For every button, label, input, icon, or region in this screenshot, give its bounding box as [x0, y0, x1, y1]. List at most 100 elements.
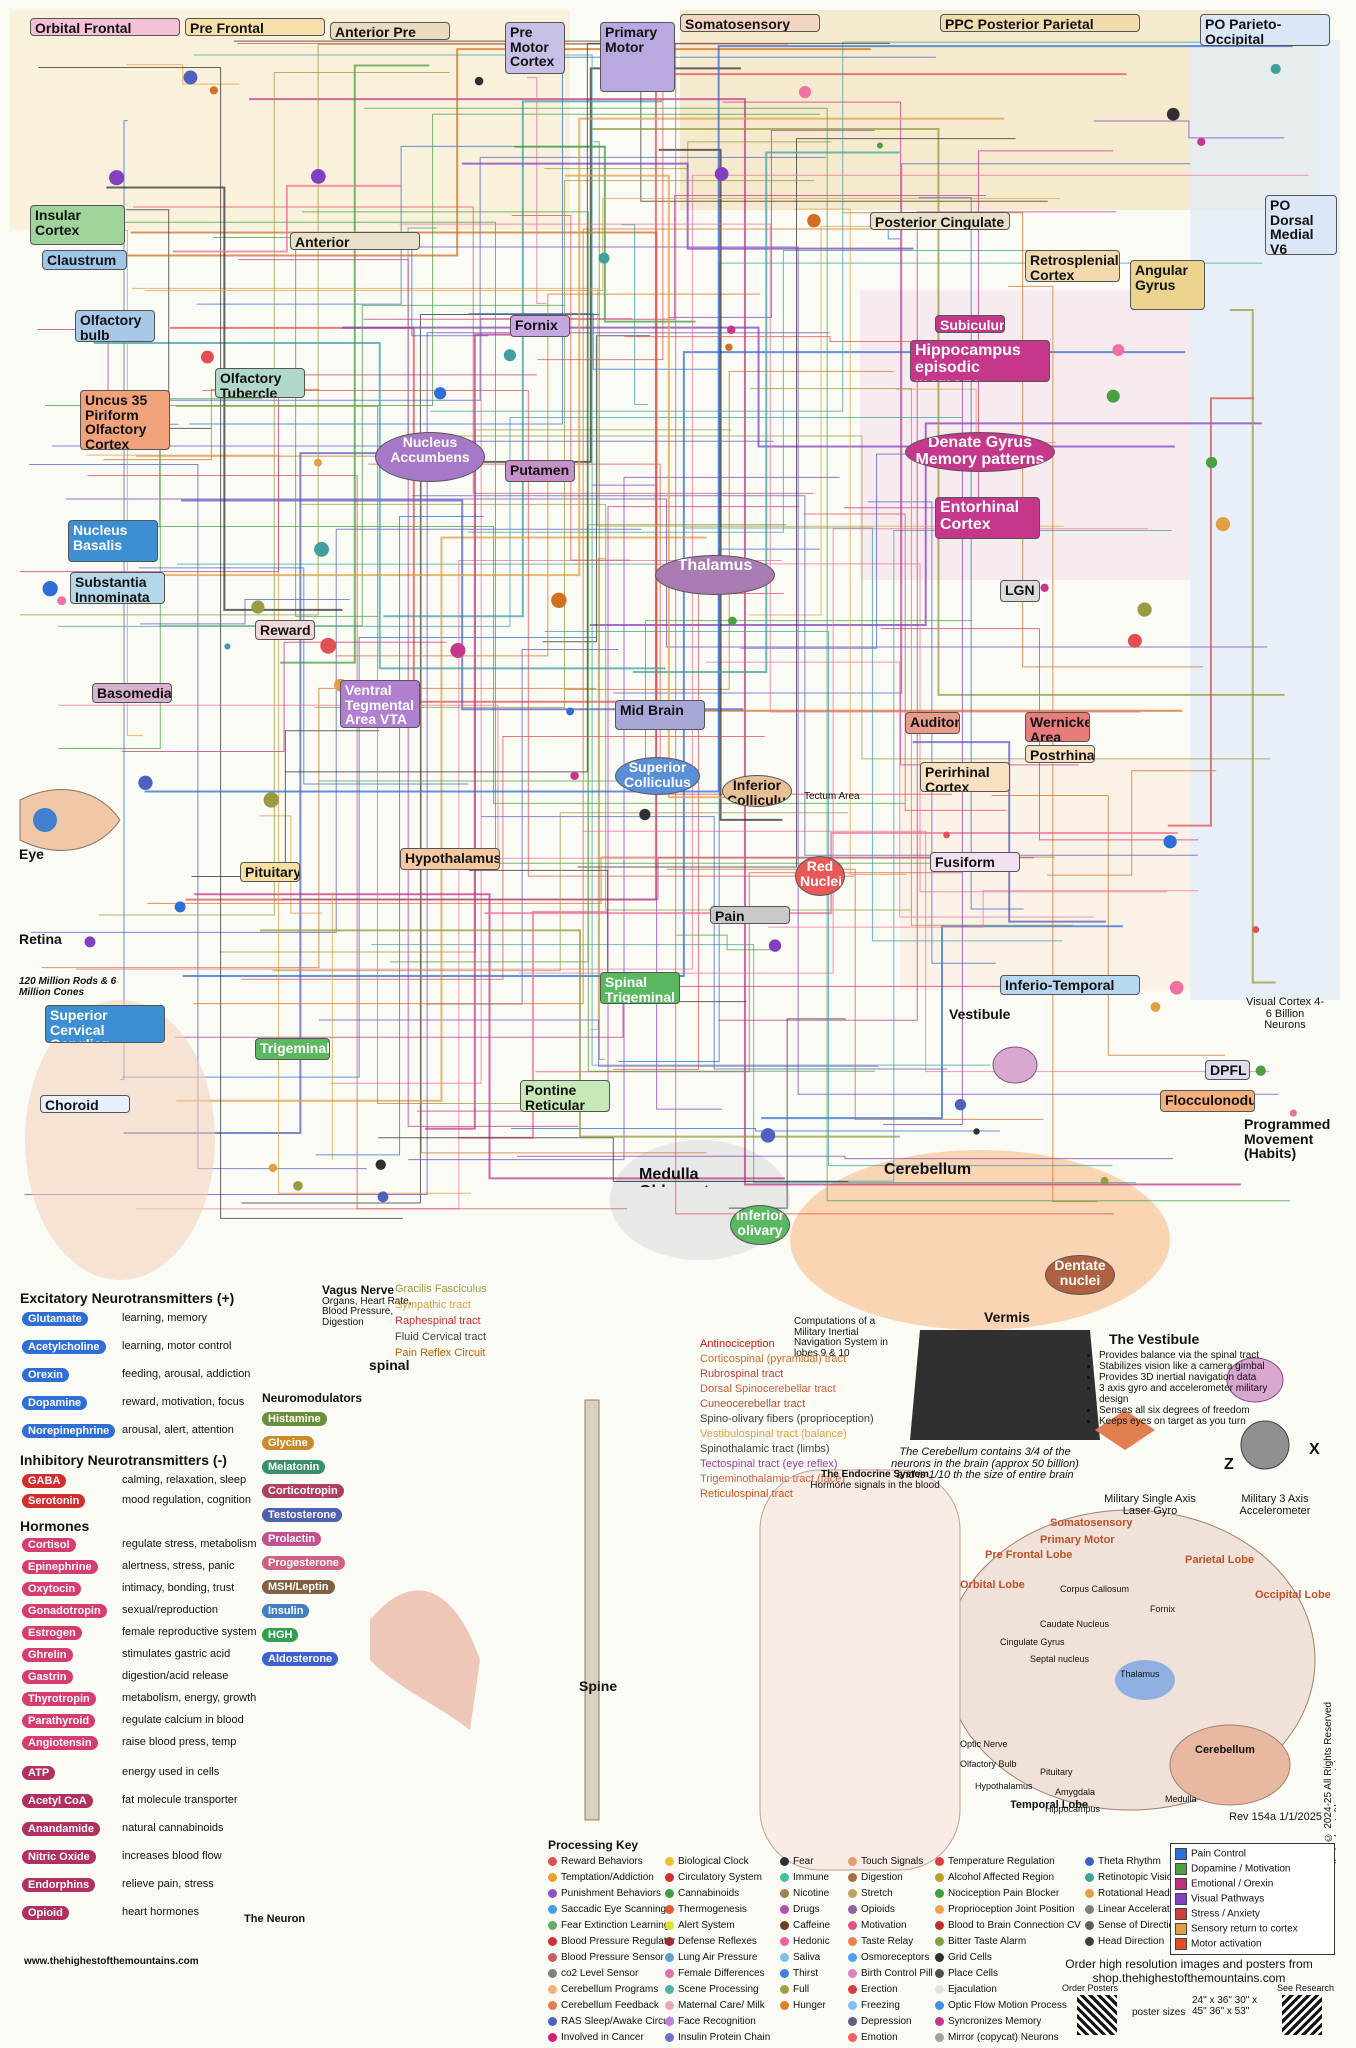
website-footer[interactable]: www.thehighestofthemountains.com	[24, 1956, 199, 1967]
research-qr-right[interactable]	[1282, 1995, 1322, 2035]
neuron-node-icon	[42, 581, 58, 597]
key-label: Optic Flow Motion Process	[948, 2000, 1067, 2011]
key-color-icon	[848, 2032, 857, 2042]
key-color-icon	[780, 1984, 789, 1994]
key-color-icon	[848, 2016, 857, 2026]
neural-pathway-line	[81, 525, 906, 804]
neural-pathway-line	[38, 67, 403, 1219]
inferior-colliculus-region: Inferior Colliculus	[722, 775, 792, 807]
key-color-icon	[780, 1856, 789, 1866]
key-label: Cannabinoids	[678, 1888, 740, 1899]
neural-pathway-line	[425, 333, 525, 1130]
neural-pathway-line	[1093, 120, 1285, 139]
neural-pathway-line	[121, 641, 447, 753]
chemical-description: increases blood flow	[122, 1850, 222, 1862]
processing-key-item: Alcohol Affected Region	[935, 1872, 1054, 1883]
spinal-tract-label: Antinociception	[700, 1338, 775, 1350]
neuron-node-icon	[598, 252, 610, 264]
order-qr-left[interactable]	[1077, 1995, 1117, 2035]
processing-key-item: Full	[780, 1984, 809, 1995]
anterior-cingulate-region: Anterior Cingulate	[290, 232, 420, 250]
neural-pathway-line	[794, 208, 907, 876]
neuron-node-icon	[200, 350, 214, 364]
processing-key-item: Taste Relay	[848, 1936, 913, 1947]
neural-pathway-line	[718, 211, 1117, 1021]
processing-key-item: Bitter Taste Alarm	[935, 1936, 1026, 1947]
chemical-badge: Parathyroid	[22, 1714, 96, 1728]
neural-pathway-line	[511, 214, 630, 561]
chemical-description: arousal, alert, attention	[122, 1424, 234, 1436]
chemical-description: fat molecule transporter	[122, 1794, 238, 1806]
key-label: Digestion	[861, 1872, 903, 1883]
neural-pathway-line	[284, 42, 890, 773]
spinal-tract-label: Fluid Cervical tract	[395, 1331, 487, 1343]
key-label: Defense Reflexes	[678, 1936, 757, 1947]
neuron-node-icon	[1255, 1065, 1266, 1076]
neural-pathway-line	[170, 326, 658, 703]
processing-key-item: Saccadic Eye Scanning	[548, 1904, 666, 1915]
processing-key-item: Place Cells	[935, 1968, 998, 1979]
chemical-description: energy used in cells	[122, 1766, 220, 1778]
neural-pathway-line	[1008, 285, 1098, 1203]
neuron-node-icon	[954, 1099, 967, 1111]
neural-pathway-line	[98, 71, 450, 916]
neural-pathway-line	[378, 1137, 849, 1182]
chemical-badge: Acetylcholine	[22, 1340, 106, 1354]
key-label: Motivation	[861, 1920, 907, 1931]
neural-pathway-line	[154, 117, 1005, 577]
neuron-node-icon	[503, 349, 516, 362]
neural-pathway-line	[93, 341, 666, 670]
chemical-badge: Dopamine	[22, 1396, 88, 1410]
neural-pathway-line	[126, 64, 240, 85]
neuron-node-icon	[268, 1163, 278, 1173]
neural-pathway-line	[621, 224, 648, 405]
neural-pathway-line	[565, 370, 894, 690]
angular-gyrus-region: Angular Gyrus	[1130, 260, 1205, 310]
key-color-icon	[665, 2032, 674, 2042]
chemical-description: female reproductive system	[122, 1626, 257, 1638]
vagus-nerve-box: Vagus Nerve Organs, Heart Rate, Blood Pr…	[318, 1282, 428, 1332]
spinal-tract-label: Raphespinal tract	[395, 1315, 481, 1327]
key-label: Ejaculation	[948, 1984, 997, 1995]
neural-pathway-line	[577, 138, 1016, 868]
key-label: Alert System	[678, 1920, 735, 1931]
neural-pathway-line	[29, 464, 367, 1170]
processing-key-item: Optic Flow Motion Process	[935, 2000, 1067, 2011]
key-label: Nociception Pain Blocker	[948, 1888, 1060, 1899]
neuron-node-icon	[1289, 1109, 1297, 1117]
key-label: Freezing	[861, 2000, 900, 2011]
key-color-icon	[548, 1872, 557, 1882]
processing-key-item: Punishment Behaviors	[548, 1888, 661, 1899]
cochlea-sketch	[992, 1046, 1038, 1084]
neuron-node-icon	[183, 70, 198, 85]
processing-key-item: Freezing	[848, 2000, 900, 2011]
key-color-icon	[548, 1936, 557, 1946]
processing-key-item: Temptation/Addiction	[548, 1872, 654, 1883]
processing-key-item: Drugs	[780, 1904, 820, 1915]
spinal-tract-label: Spino-olivary fibers (proprioception)	[700, 1413, 874, 1425]
neural-pathway-line	[176, 536, 707, 1102]
neural-pathway-line	[51, 221, 940, 864]
neural-pathway-line	[317, 246, 1279, 1095]
neural-pathway-line	[417, 506, 799, 1112]
key-label: Biological Clock	[678, 1856, 749, 1867]
hypothalamus-region: Hypothalamus	[400, 848, 500, 870]
key-label: Place Cells	[948, 1968, 999, 1979]
modulator-badge: Glycine	[262, 1436, 314, 1450]
chemical-description: regulate calcium in blood	[122, 1714, 244, 1726]
chemical-description: regulate stress, metabolism	[122, 1538, 257, 1550]
inhibitory-title: Inhibitory Neurotransmitters (-)	[20, 1452, 227, 1468]
key-color-icon	[548, 1920, 557, 1930]
processing-key-item: Opioids	[848, 1904, 895, 1915]
sagittal-brain-label: Somatosensory	[1050, 1518, 1133, 1529]
key-color-icon	[780, 1872, 789, 1882]
key-label: Punishment Behaviors	[561, 1888, 662, 1899]
key-label: Involved in Cancer	[561, 2032, 644, 2043]
spinal-tract-label: Sympathic tract	[395, 1299, 471, 1311]
axis-x-label: X	[1309, 1441, 1320, 1458]
key-color-icon	[848, 1984, 857, 1994]
vestibule-sketch	[1226, 1357, 1284, 1403]
modulator-badge: HGH	[262, 1628, 299, 1642]
processing-key-item: Blood Pressure Regulator	[548, 1936, 676, 1947]
key-label: Scene Processing	[678, 1984, 759, 1995]
